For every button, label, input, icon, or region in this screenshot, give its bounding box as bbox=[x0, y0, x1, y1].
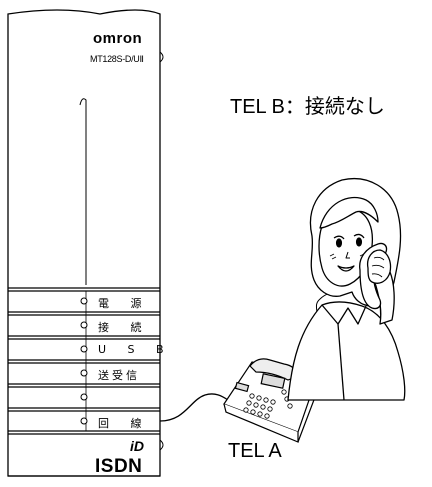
brand-logo: omron bbox=[93, 30, 143, 47]
indicator-label-line: 回 線 bbox=[98, 417, 151, 430]
ta-device bbox=[7, 9, 164, 477]
indicator-label-usb: U S B bbox=[98, 343, 173, 356]
tel-a-label: TEL A bbox=[228, 440, 282, 462]
model-number: MT128S-D/UⅡ bbox=[90, 54, 144, 64]
indicator-label-data: 送受信 bbox=[98, 369, 140, 382]
indicator-leds bbox=[80, 297, 88, 425]
id-logo: iD bbox=[130, 438, 144, 454]
indicator-label-connect: 接 続 bbox=[98, 321, 151, 334]
indicator-label-power: 電 源 bbox=[98, 297, 151, 310]
isdn-logo: ISDN bbox=[95, 456, 143, 477]
phone-cable bbox=[159, 393, 229, 422]
woman-on-phone bbox=[287, 178, 406, 401]
tel-b-label: TEL B：接続なし bbox=[230, 96, 385, 118]
